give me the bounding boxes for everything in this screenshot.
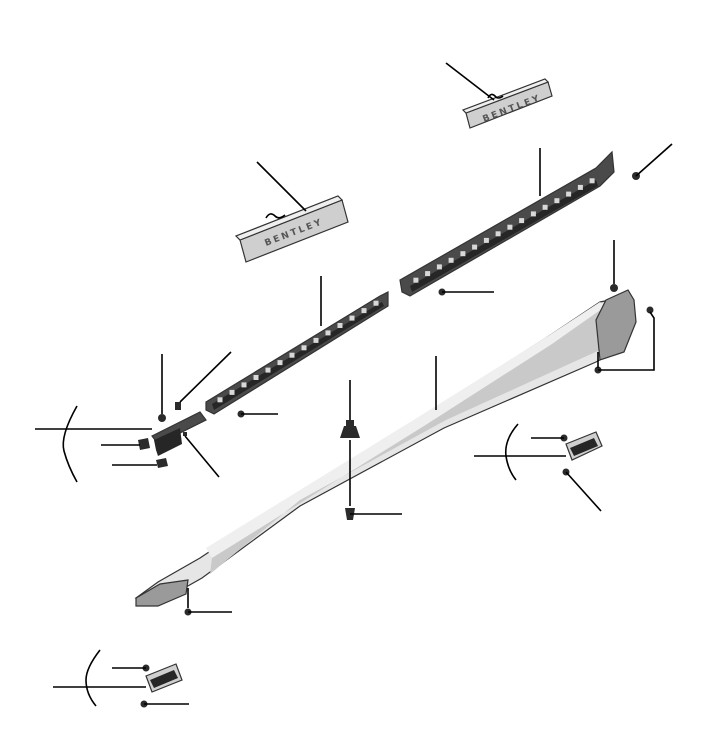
upper-bracket-slot bbox=[519, 218, 525, 224]
upper-bracket-slot bbox=[507, 224, 513, 230]
leader-clip-end-top bbox=[179, 351, 232, 403]
front-lamp-unit bbox=[140, 663, 183, 708]
leader-bracket-rear-lamp-group bbox=[504, 423, 519, 481]
lower-bracket-slot bbox=[253, 375, 259, 380]
leader-lower-tread-plate bbox=[256, 161, 307, 212]
sill-cover bbox=[134, 289, 637, 607]
end-clip-assembly bbox=[138, 402, 207, 468]
leader-bracket-front-lamp-group bbox=[85, 649, 101, 707]
lower-tread-plate: BENTLEY bbox=[234, 195, 349, 263]
lower-bracket-slot bbox=[241, 382, 247, 388]
lower-bracket-slot bbox=[349, 315, 355, 321]
lower-sill-bracket bbox=[205, 291, 389, 415]
upper-tread-plate-cable bbox=[487, 93, 504, 99]
rear-lamp-unit bbox=[560, 431, 603, 476]
upper-bracket-slot bbox=[472, 244, 478, 250]
upper-bracket-slot bbox=[554, 198, 560, 204]
lower-bracket-slot bbox=[361, 308, 367, 314]
upper-bracket-slot bbox=[530, 211, 536, 217]
lower-bracket-slot bbox=[325, 330, 331, 336]
nut-sill-center bbox=[340, 420, 360, 438]
upper-bracket-slot bbox=[589, 178, 595, 184]
upper-bracket-slot bbox=[542, 204, 548, 210]
upper-bracket-slot bbox=[495, 231, 501, 237]
leader-screw-end-clip-bottom bbox=[184, 435, 220, 478]
clip-end-top bbox=[175, 402, 181, 410]
leader-screw-rear-lamp bbox=[565, 471, 602, 512]
upper-bracket-slot bbox=[436, 264, 442, 270]
upper-bracket-slot bbox=[448, 257, 454, 263]
leader-screw-upper-bracket-end bbox=[635, 143, 673, 177]
lower-bracket-slot bbox=[373, 300, 379, 306]
upper-bracket-slot bbox=[460, 251, 466, 257]
grommet-end-clip bbox=[138, 438, 150, 450]
upper-bracket-slot bbox=[483, 237, 489, 243]
upper-sill-bracket bbox=[399, 150, 615, 297]
lower-bracket-slot bbox=[301, 345, 307, 351]
lower-bracket-slot bbox=[265, 367, 271, 373]
lower-bracket-slot bbox=[289, 352, 295, 358]
nut-end-clip bbox=[158, 414, 166, 422]
lower-tread-plate-cable bbox=[265, 213, 286, 219]
screw-sill-right-top bbox=[610, 284, 618, 292]
leader-screws-sill-right bbox=[598, 311, 655, 371]
upper-bracket-slot bbox=[413, 277, 419, 283]
leader-bracket-end-clip-group bbox=[62, 405, 78, 483]
upper-bracket-slot bbox=[577, 184, 583, 190]
screw-sill-right-side bbox=[646, 306, 654, 314]
clip-end-lower bbox=[156, 458, 168, 468]
lower-bracket-slot bbox=[277, 360, 283, 366]
screw-end-clip-bottom bbox=[183, 432, 187, 436]
upper-bracket-slot bbox=[566, 191, 572, 197]
upper-bracket-slot bbox=[425, 271, 431, 277]
lower-bracket-slot bbox=[217, 397, 223, 403]
lower-bracket-slot bbox=[313, 337, 319, 343]
leader-upper-tread-plate bbox=[445, 62, 495, 101]
lower-bracket-slot bbox=[337, 323, 343, 328]
lower-bracket-slot bbox=[229, 389, 235, 395]
upper-tread-plate: BENTLEY bbox=[461, 78, 553, 129]
